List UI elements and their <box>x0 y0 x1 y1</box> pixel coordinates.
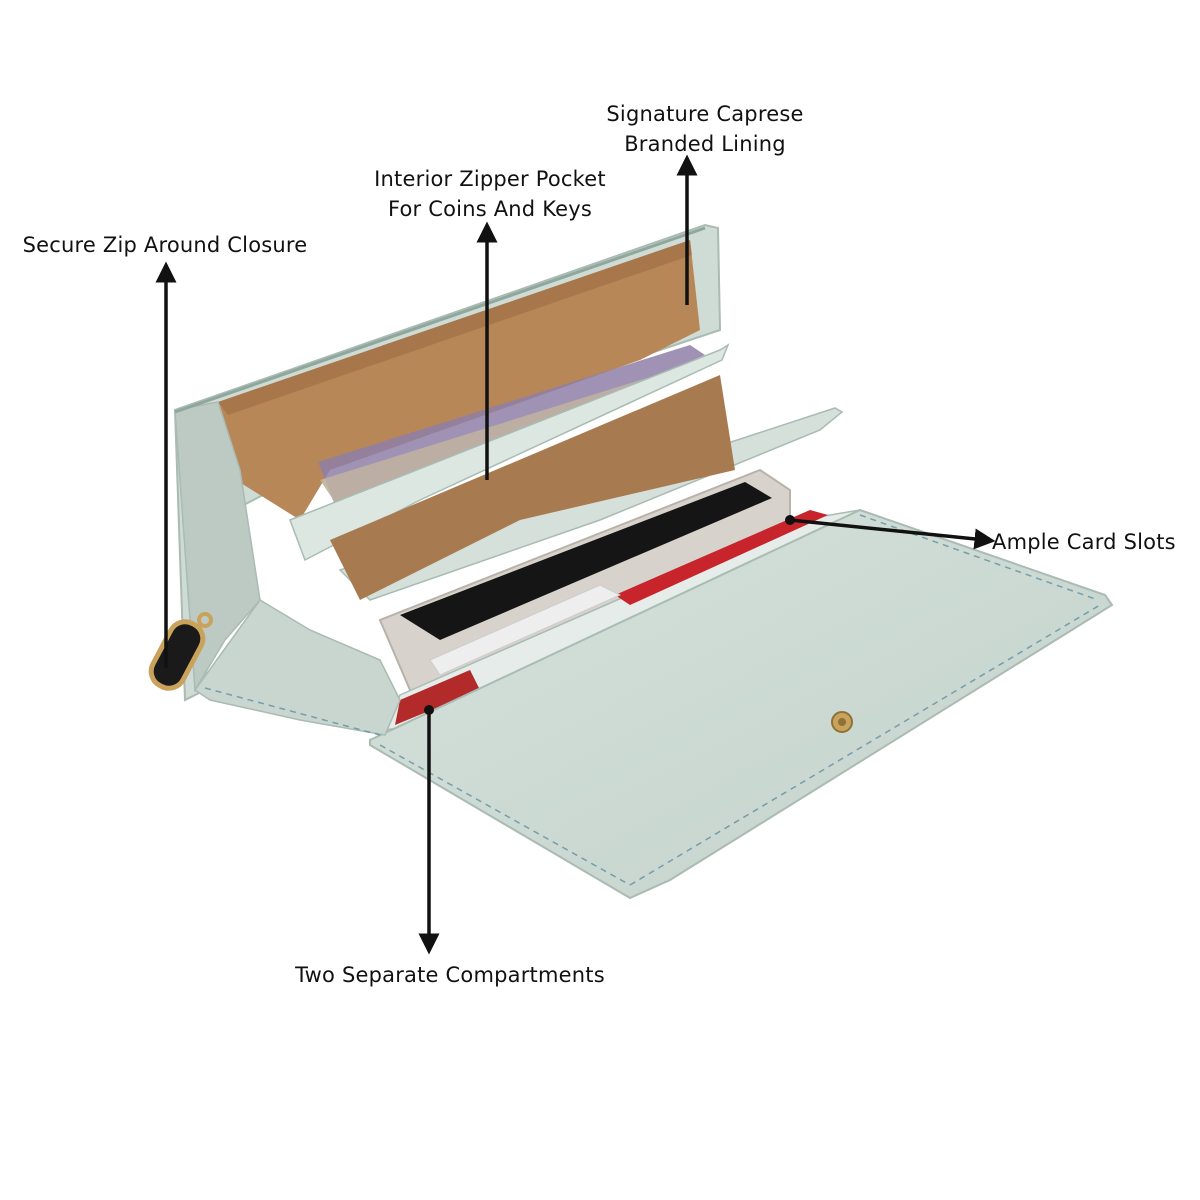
compartments-callout: Two Separate Compartments <box>285 960 615 990</box>
zip-closure-callout-line1: Secure Zip Around Closure <box>22 233 308 257</box>
card-slots-arrow <box>789 518 996 550</box>
wallet-divider-1 <box>289 343 730 562</box>
zipper-pull <box>148 612 213 691</box>
lining-callout-line1: Signature Caprese <box>606 102 804 126</box>
zipper-pocket-callout-line2: For Coins And Keys <box>387 197 593 221</box>
flap-stitching <box>379 514 1101 886</box>
wallet <box>148 223 1114 900</box>
phone-screen <box>400 482 772 640</box>
red-card-2 <box>395 670 480 725</box>
zip-closure-callout: Secure Zip Around Closure <box>20 230 310 260</box>
wallet-front-base <box>193 599 401 736</box>
zipper-pocket-callout: Interior Zipper Pocket For Coins And Key… <box>360 164 620 224</box>
compartments-callout-line1: Two Separate Compartments <box>295 963 605 987</box>
zipper-pocket-callout-line1: Interior Zipper Pocket <box>374 167 606 191</box>
snap-button-center <box>838 718 846 726</box>
base-stitching <box>204 687 381 736</box>
zipper-pull-tab <box>148 619 206 691</box>
card-slots-arrow-dot <box>785 515 795 525</box>
zipper-pocket-lining <box>330 375 735 600</box>
wallet-lining <box>218 240 700 520</box>
lining-callout: Signature Caprese Branded Lining <box>585 99 825 159</box>
lining-shade <box>218 240 692 415</box>
card-slots-callout-line1: Ample Card Slots <box>992 530 1176 554</box>
red-card <box>615 510 828 605</box>
zipper-track <box>174 226 706 414</box>
lining-callout-line2: Branded Lining <box>624 132 786 156</box>
zipper-ring <box>197 612 213 628</box>
white-card <box>429 584 622 676</box>
card-slots-callout: Ample Card Slots <box>992 527 1182 557</box>
wallet-front-flap <box>369 508 1114 900</box>
compartments-arrow-dot <box>424 705 434 715</box>
